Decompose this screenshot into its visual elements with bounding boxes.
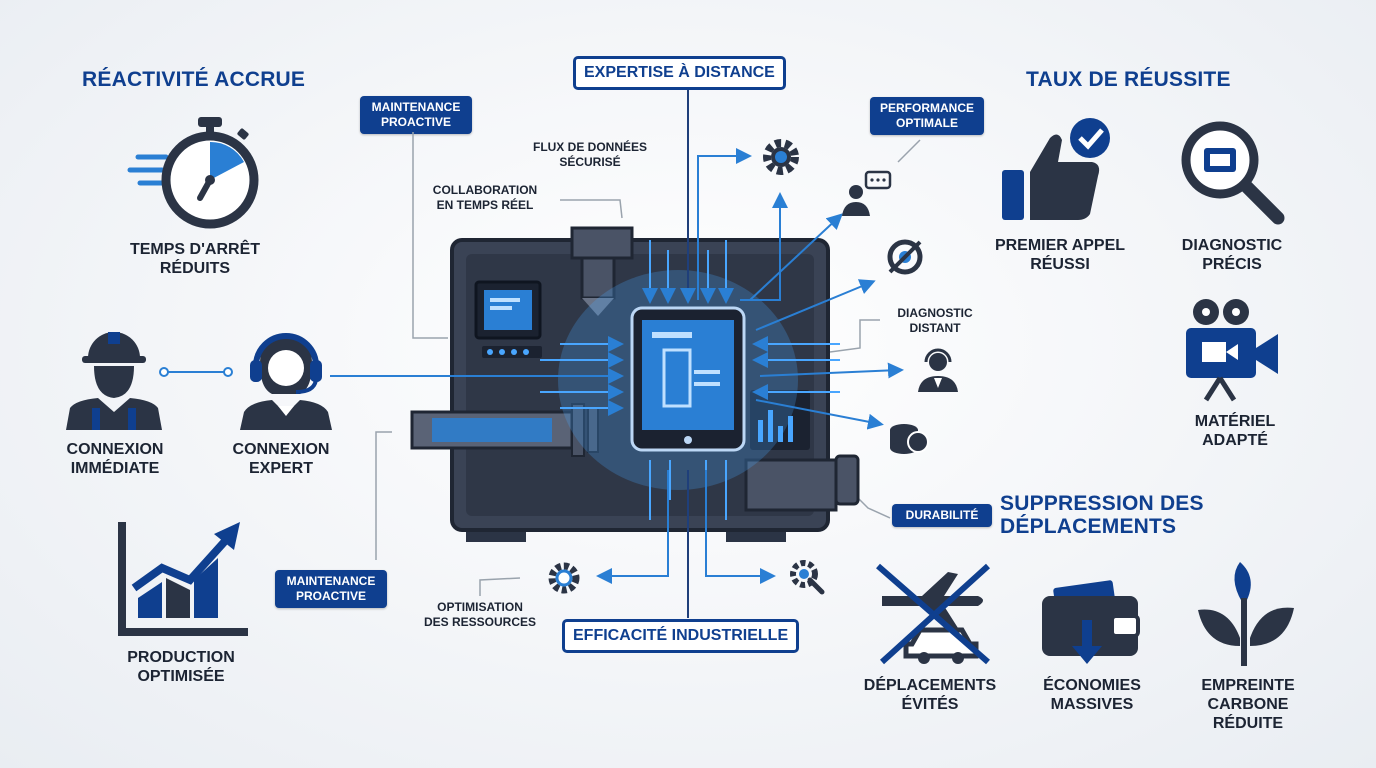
label-deplacements: DÉPLACEMENTS ÉVITÉS bbox=[863, 677, 997, 714]
connector-line bbox=[159, 367, 233, 377]
growth-chart-icon bbox=[118, 522, 248, 636]
tablet-icon bbox=[630, 306, 746, 452]
label-temps-arret: TEMPS D'ARRÊT RÉDUITS bbox=[129, 241, 261, 278]
tag-performance: PERFORMANCE OPTIMALE bbox=[870, 97, 984, 135]
label-diagnostic-distant: DIAGNOSTIC DISTANT bbox=[897, 306, 973, 335]
crosshair-icon bbox=[887, 239, 923, 275]
section-title-reactivite: RÉACTIVITÉ ACCRUE bbox=[82, 68, 306, 91]
label-premier-appel: PREMIER APPEL RÉUSSI bbox=[994, 237, 1126, 274]
label-connexion-expert: CONNEXION EXPERT bbox=[232, 441, 330, 478]
label-materiel: MATÉRIEL ADAPTÉ bbox=[1194, 413, 1276, 450]
leaf-icon bbox=[1198, 562, 1294, 666]
worker-icon bbox=[66, 332, 162, 430]
thumbs-up-icon bbox=[1002, 118, 1110, 220]
headset-operator-icon bbox=[240, 333, 332, 430]
stopwatch-icon bbox=[127, 117, 259, 229]
support-agent-icon bbox=[918, 348, 958, 392]
gear-icon bbox=[763, 139, 799, 175]
box-efficacite-industrielle: EFFICACITÉ INDUSTRIELLE bbox=[562, 619, 800, 653]
section-title-taux-reussite: TAUX DE RÉUSSITE bbox=[1026, 68, 1231, 91]
tag-maintenance-bottom: MAINTENANCE PROACTIVE bbox=[275, 570, 387, 608]
wallet-icon bbox=[1042, 580, 1140, 664]
box-expertise-distance: EXPERTISE À DISTANCE bbox=[573, 56, 786, 90]
label-optimisation: OPTIMISATION DES RESSOURCES bbox=[423, 600, 537, 629]
label-diagnostic-precis: DIAGNOSTIC PRÉCIS bbox=[1181, 237, 1283, 274]
label-flux-donnees: FLUX DE DONNÉES SÉCURISÉ bbox=[532, 140, 647, 169]
video-camera-icon bbox=[1186, 299, 1278, 402]
label-empreinte: EMPREINTE CARBONE RÉDUITE bbox=[1201, 677, 1295, 733]
label-connexion-immediate: CONNEXION IMMÉDIATE bbox=[66, 441, 164, 478]
chat-user-icon bbox=[842, 170, 892, 216]
database-icon bbox=[890, 424, 929, 454]
gear-wrench-icon bbox=[790, 560, 825, 595]
no-plane-icon bbox=[876, 563, 991, 665]
tag-durabilite: DURABILITÉ bbox=[892, 504, 992, 527]
label-economies: ÉCONOMIES MASSIVES bbox=[1043, 677, 1141, 714]
gear-left-icon bbox=[548, 562, 580, 594]
label-production: PRODUCTION OPTIMISÉE bbox=[127, 649, 235, 686]
section-title-suppression: SUPPRESSION DES DÉPLACEMENTS bbox=[1000, 492, 1204, 539]
tag-maintenance-top: MAINTENANCE PROACTIVE bbox=[360, 96, 472, 134]
label-collaboration: COLLABORATION EN TEMPS RÉEL bbox=[432, 183, 538, 212]
magnifier-icon bbox=[1181, 121, 1285, 225]
